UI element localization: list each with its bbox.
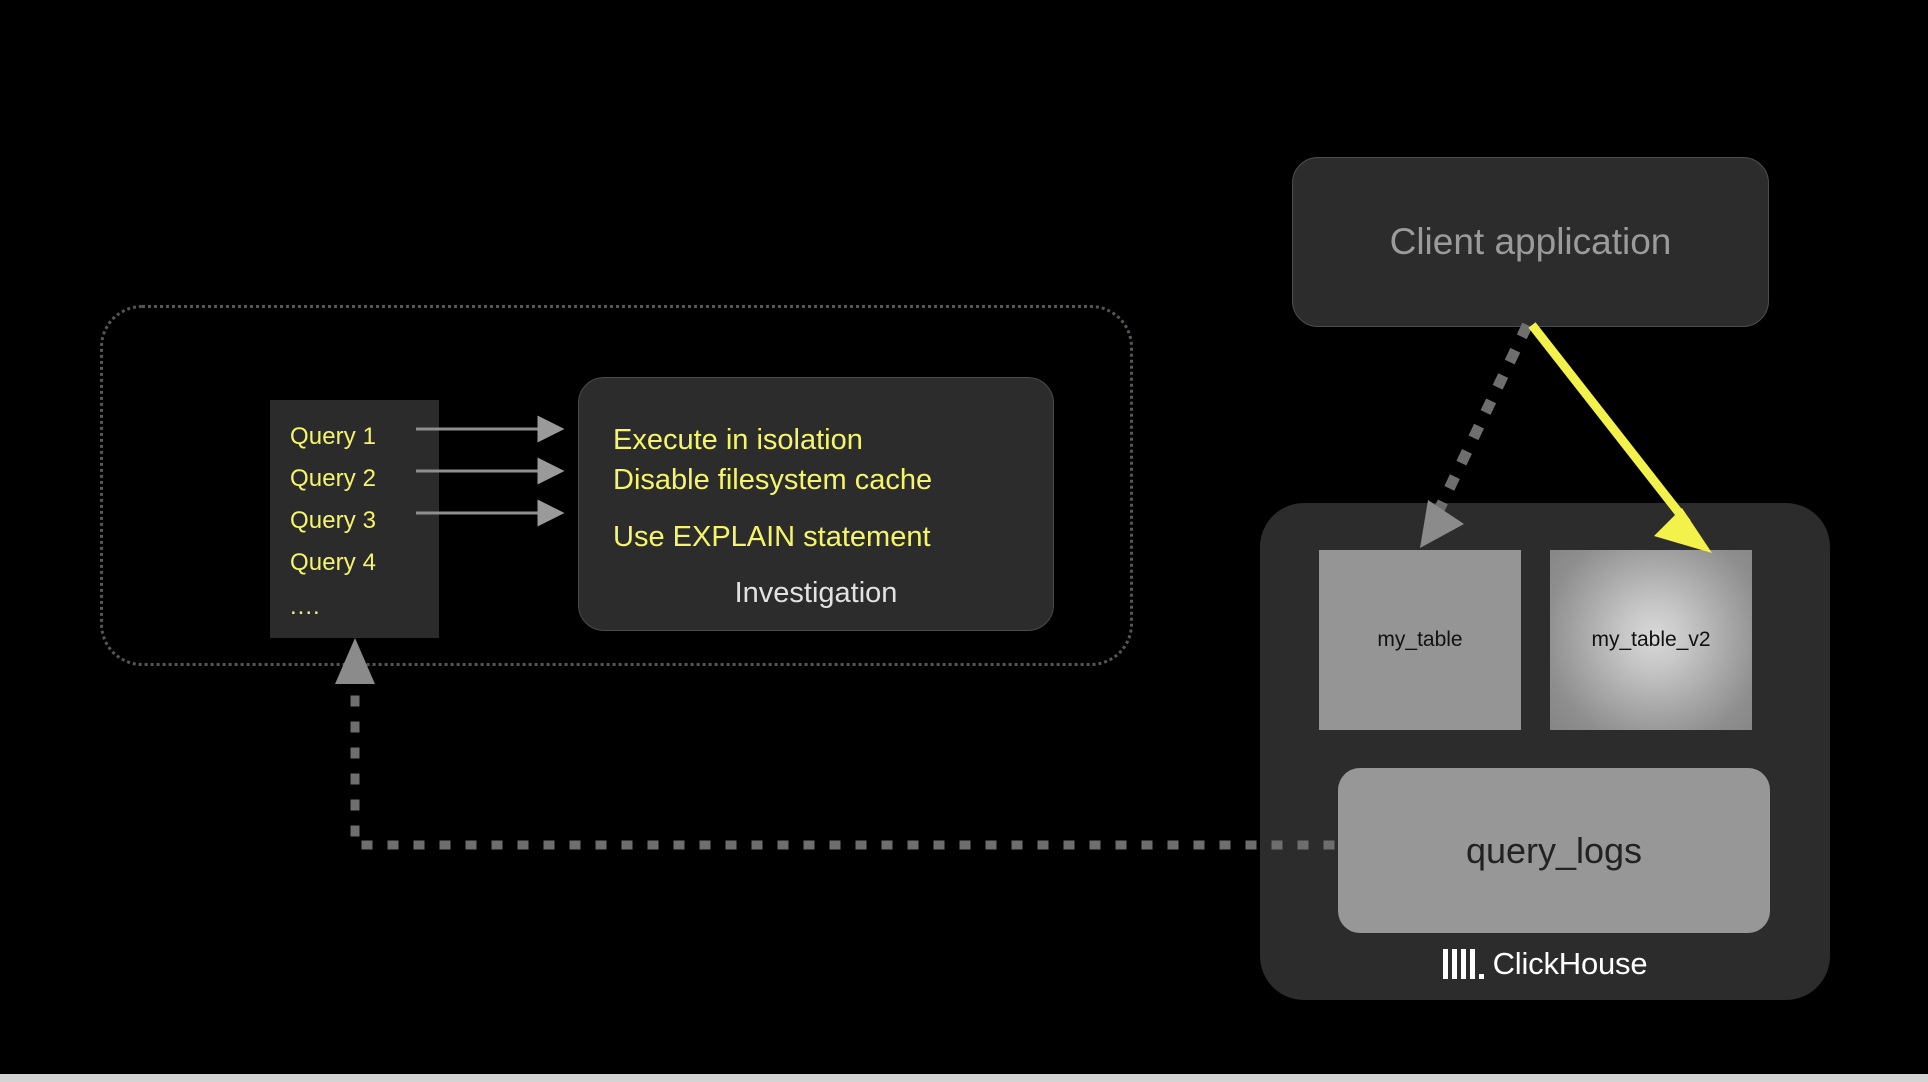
bottom-strip — [0, 1074, 1928, 1082]
investigation-region-boundary — [100, 305, 1133, 666]
clickhouse-brand: ClickHouse — [1260, 946, 1830, 982]
dotted-path-querylogs-to-querypanel — [335, 638, 1335, 850]
clickhouse-container: my_table my_table_v2 query_logs ClickHou… — [1260, 503, 1830, 1000]
table-query-logs-label: query_logs — [1465, 829, 1643, 871]
investigation-panel: Execute in isolation Disable filesystem … — [578, 377, 1054, 631]
list-item[interactable]: Query 4 — [290, 549, 377, 576]
client-application-label: Client application — [1389, 221, 1672, 262]
table-my-table-v2[interactable]: my_table_v2 — [1550, 550, 1752, 730]
list-item[interactable]: Query 3 — [290, 507, 377, 534]
client-application-box: Client application — [1292, 157, 1769, 327]
investigation-step: Disable filesystem cache — [613, 464, 933, 496]
list-item[interactable]: Query 1 — [290, 423, 377, 450]
investigation-caption: Investigation — [734, 577, 898, 609]
query-list-ellipsis: .... — [290, 593, 321, 620]
clickhouse-logo-icon — [1442, 949, 1484, 979]
list-item[interactable]: Query 2 — [290, 465, 377, 492]
table-my-table[interactable]: my_table — [1319, 550, 1521, 730]
investigation-steps: Execute in isolation Disable filesystem … — [613, 420, 1033, 557]
clickhouse-wordmark: ClickHouse — [1492, 946, 1648, 981]
investigation-step: Use EXPLAIN statement — [613, 521, 931, 553]
investigation-step: Execute in isolation — [613, 424, 863, 456]
table-query-logs[interactable]: query_logs — [1338, 768, 1770, 933]
query-list-panel: Query 1 Query 2 Query 3 Query 4 .... — [270, 400, 439, 638]
table-my-table-v2-label: my_table_v2 — [1591, 628, 1711, 651]
table-my-table-label: my_table — [1377, 628, 1463, 651]
